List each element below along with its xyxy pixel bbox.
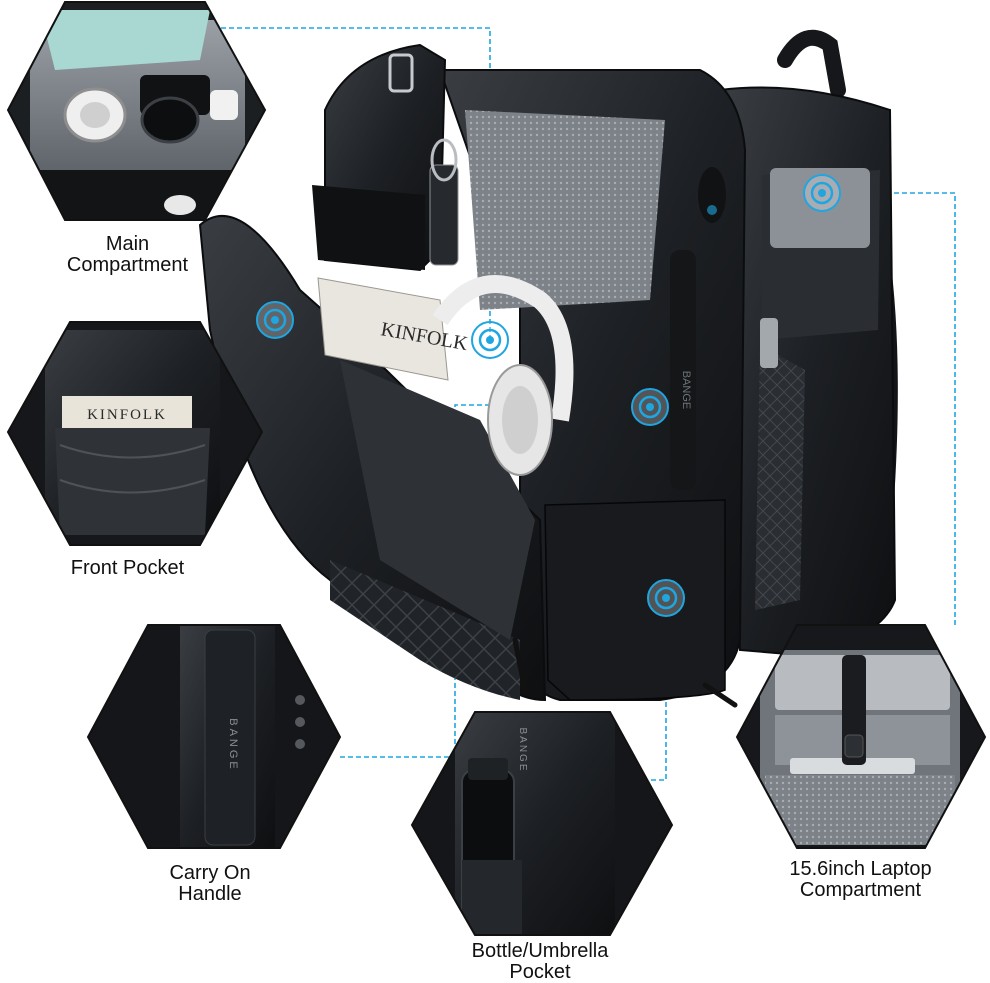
hex-main-compartment bbox=[6, 1, 267, 221]
front-pocket-magazine-text: KINFOLK bbox=[87, 407, 167, 423]
main-brand-text: BANGE bbox=[680, 371, 692, 410]
label-main-compartment: Main Compartment bbox=[66, 233, 189, 276]
main-backpack: BANGE KINFOLK bbox=[198, 29, 898, 708]
target-marker-icon bbox=[471, 321, 509, 359]
target-marker-icon bbox=[803, 174, 841, 212]
hex-carry-handle: BANGE bbox=[86, 624, 342, 849]
label-laptop-compartment: 15.6inch Laptop Compartment bbox=[789, 858, 932, 901]
target-marker-icon bbox=[647, 579, 685, 617]
label-bottle-umbrella-pocket: Bottle/Umbrella Pocket bbox=[471, 940, 609, 983]
hex-laptop-compartment bbox=[735, 624, 987, 849]
target-marker-icon bbox=[631, 388, 669, 426]
handle-brand-text: BANGE bbox=[227, 718, 239, 772]
label-carry-on-handle: Carry On Handle bbox=[169, 862, 251, 905]
bottle-brand-text: BANGE bbox=[517, 727, 528, 772]
hex-front-pocket: KINFOLK bbox=[6, 321, 264, 546]
target-marker-icon bbox=[256, 301, 294, 339]
hex-bottle-pocket: BANGE bbox=[410, 711, 674, 936]
target-markers bbox=[256, 174, 841, 617]
label-front-pocket: Front Pocket bbox=[70, 557, 185, 579]
